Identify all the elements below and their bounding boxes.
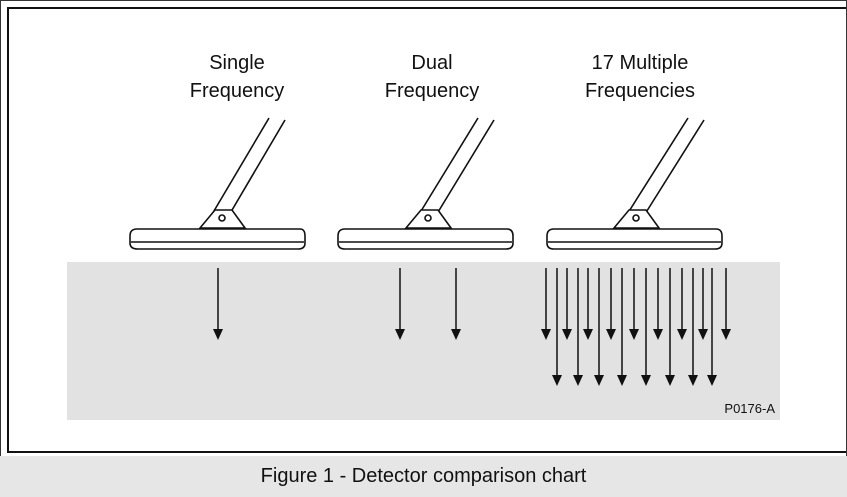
figure-reference-code: P0176-A [724, 401, 775, 416]
detector-dual: Dual Frequency [337, 52, 514, 250]
signal-arrow [451, 268, 461, 340]
signal-arrow [698, 268, 708, 340]
signal-arrow [707, 268, 717, 386]
signal-arrow [213, 268, 223, 340]
metal-detector-icon [129, 117, 306, 250]
metal-detector-icon [337, 117, 514, 250]
signal-arrow [677, 268, 687, 340]
signal-arrow [721, 268, 731, 340]
signal-arrow [653, 268, 663, 340]
signal-arrow [395, 268, 405, 340]
signal-arrow [641, 268, 651, 386]
signal-arrow [583, 268, 593, 340]
metal-detector-icon [546, 117, 723, 250]
caption-bar: Figure 1 - Detector comparison chart [0, 456, 847, 497]
signal-arrow [606, 268, 616, 340]
detector-comparison-diagram: Single Frequency Dual Frequency 17 Multi… [67, 52, 780, 420]
detector-multi: 17 Multiple Frequencies [546, 52, 723, 250]
detector-single: Single Frequency [129, 52, 306, 250]
figure-caption: Figure 1 - Detector comparison chart [260, 465, 587, 487]
detector-dual-label-line2: Frequency [385, 80, 480, 102]
detector-multi-label-line2: Frequencies [585, 80, 695, 102]
signal-arrow [688, 268, 698, 386]
signal-arrow [617, 268, 627, 386]
detector-multi-label-line1: 17 Multiple [592, 52, 689, 74]
signal-arrow [573, 268, 583, 386]
signal-arrow [629, 268, 639, 340]
detector-single-label-line2: Frequency [190, 80, 285, 102]
signal-arrow [665, 268, 675, 386]
detector-single-label-line1: Single [209, 52, 265, 74]
signal-arrows [213, 268, 731, 386]
signal-arrow [562, 268, 572, 340]
signal-arrow [541, 268, 551, 340]
ground-area [67, 262, 780, 420]
signal-arrow [552, 268, 562, 386]
signal-arrow [594, 268, 604, 386]
detector-dual-label-line1: Dual [411, 52, 452, 74]
